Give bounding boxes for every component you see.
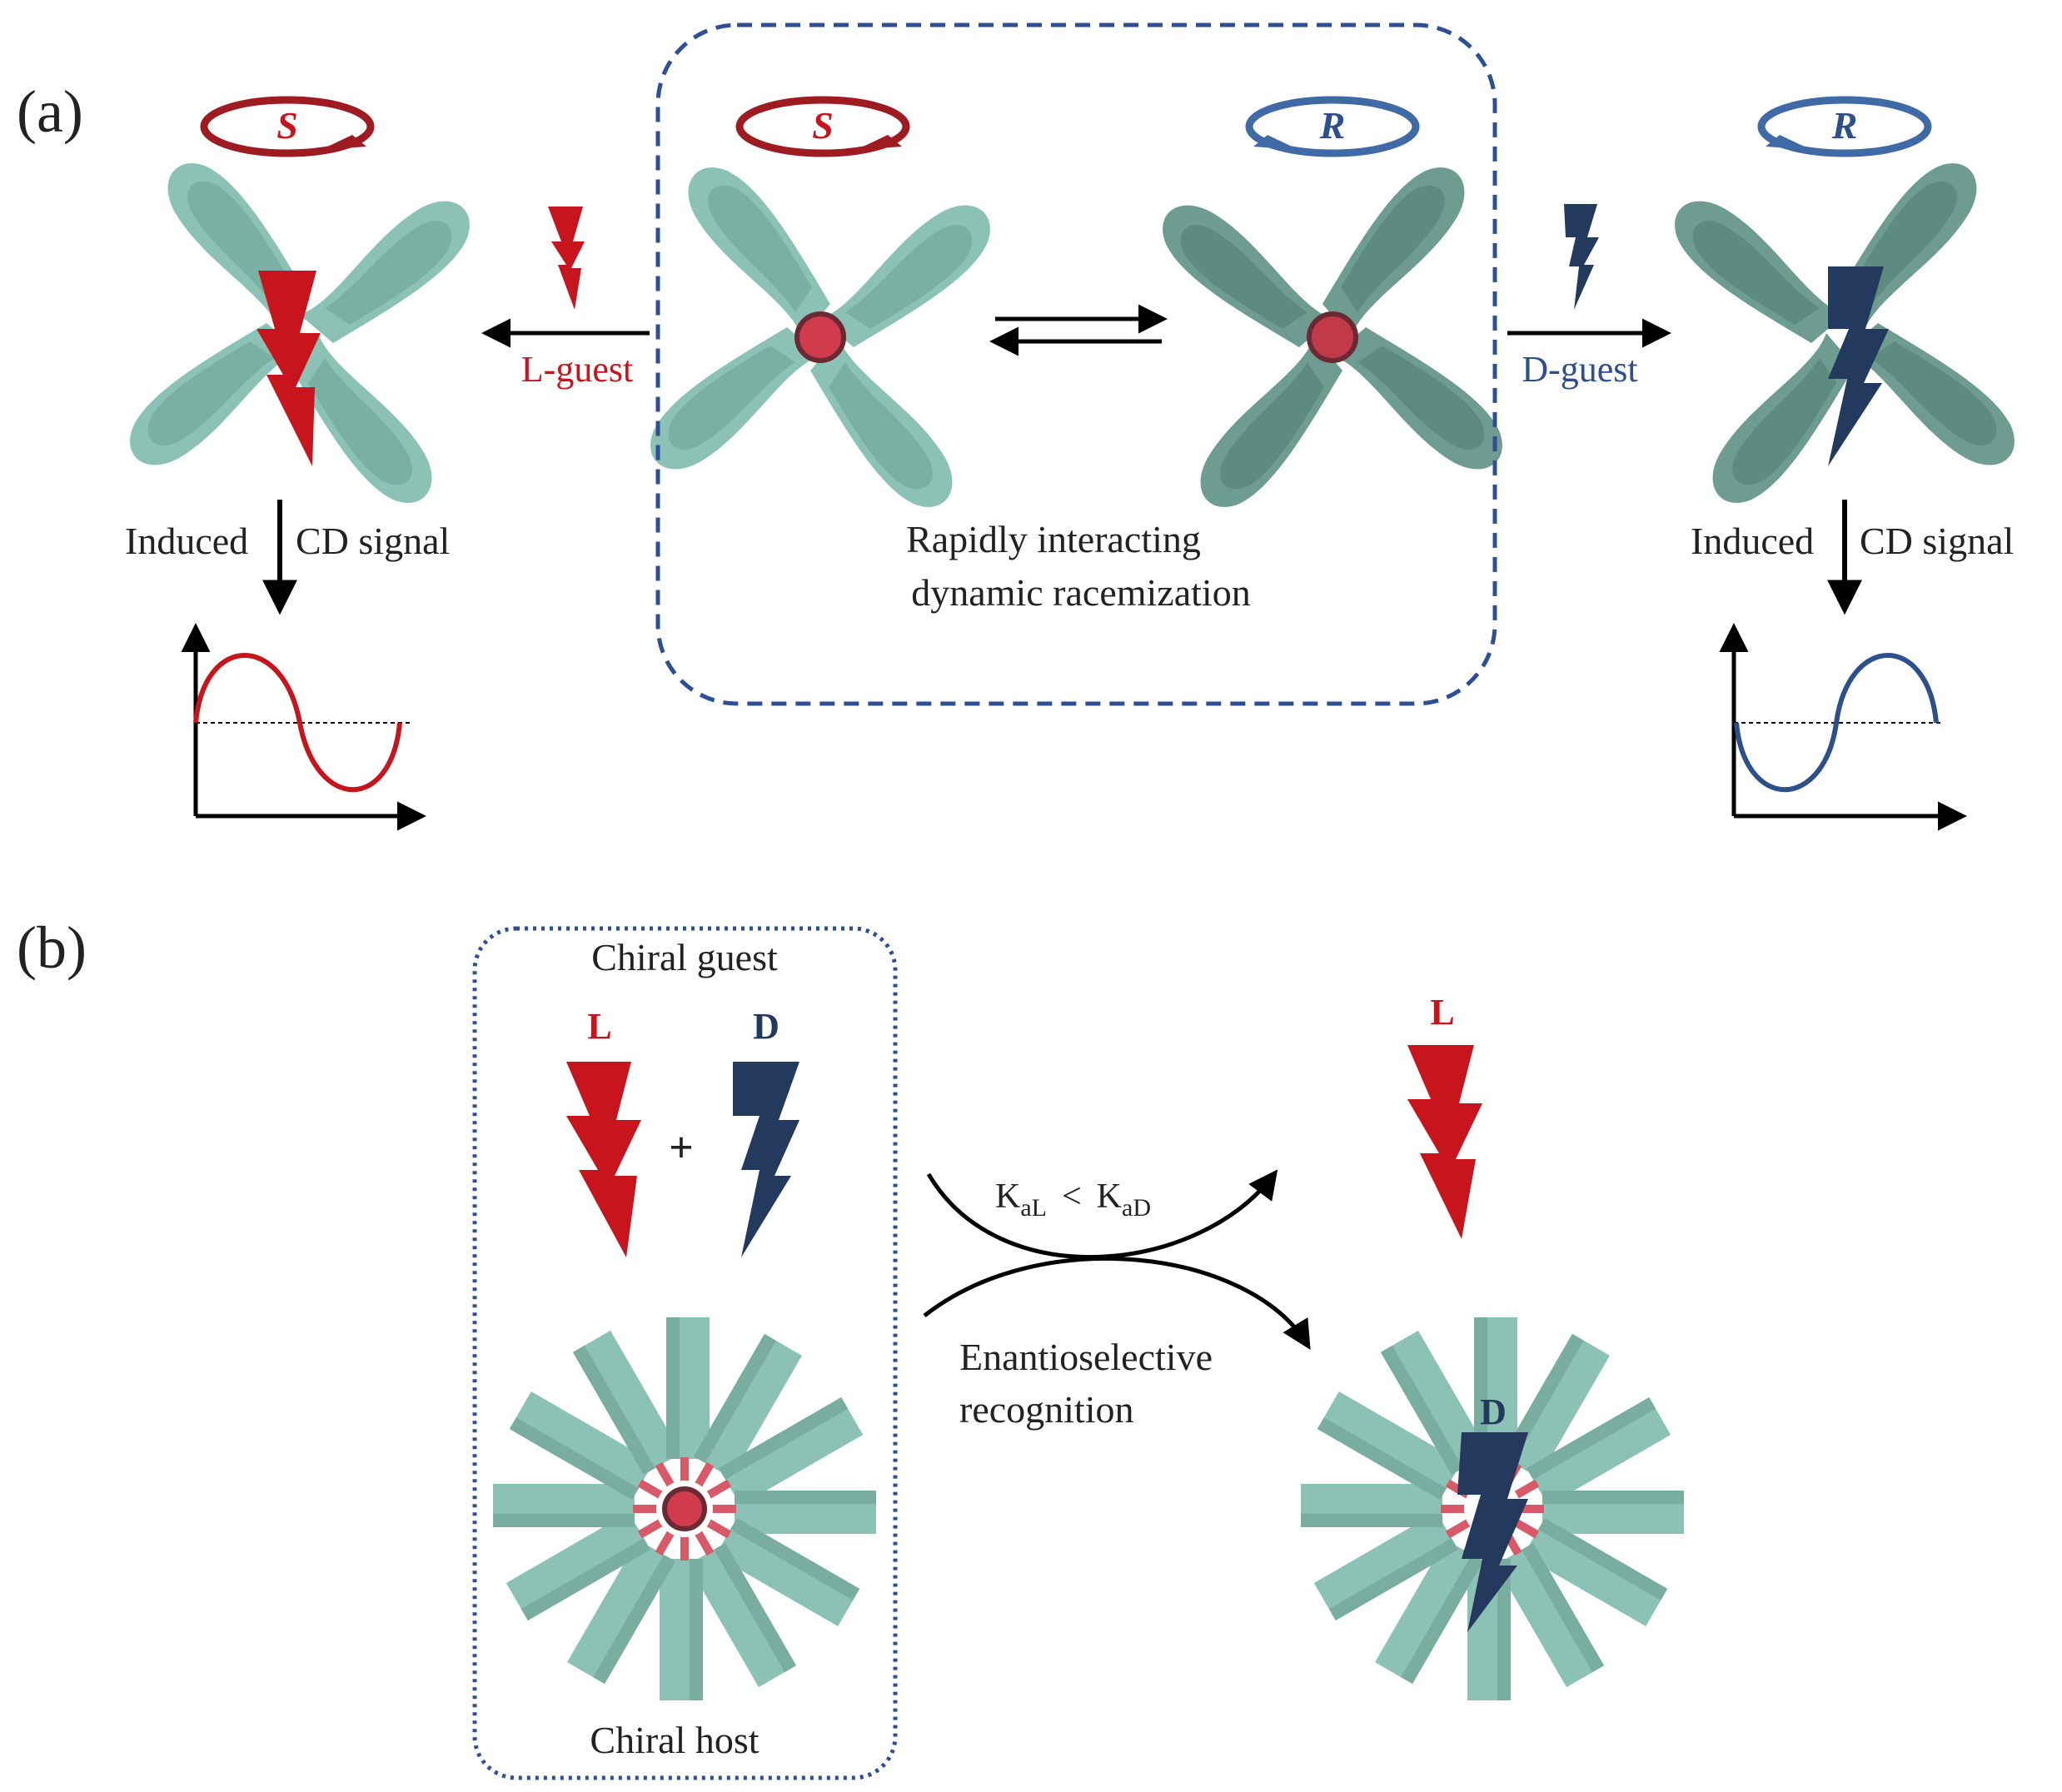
host-fan-right xyxy=(1675,163,2015,503)
l-guest-bolt-b xyxy=(566,1062,641,1257)
d-guest-bolt xyxy=(1828,266,1889,466)
s-label-left: S xyxy=(276,104,298,147)
host-fan-r xyxy=(1163,167,1502,507)
r-label-center: R xyxy=(1319,104,1346,147)
d-label-left: D xyxy=(753,1006,779,1047)
induced-left-2: CD signal xyxy=(296,520,450,562)
l-label-left: L xyxy=(587,1006,611,1047)
enantio-line1: Enantioselective xyxy=(959,1336,1213,1378)
cd-curve-right xyxy=(1734,653,1939,793)
d-guest-small-bolt xyxy=(1564,204,1599,310)
plus-sign: + xyxy=(669,1124,694,1172)
l-label-right: L xyxy=(1430,992,1454,1033)
rotation-arrow-icon xyxy=(1757,96,1932,157)
l-guest-label: L-guest xyxy=(521,349,633,390)
enantio-line2: recognition xyxy=(959,1388,1134,1431)
induced-right-2: CD signal xyxy=(1860,520,2014,562)
s-label-center: S xyxy=(812,104,834,147)
chiral-host-label: Chiral host xyxy=(590,1719,759,1761)
racemization-frame xyxy=(655,22,1497,706)
cd-curve-left xyxy=(193,653,402,793)
chiral-host-left xyxy=(493,1317,876,1700)
rotation-arrow-icon xyxy=(735,96,910,157)
cd-plot-right xyxy=(1719,623,1967,831)
chiral-guest-label: Chiral guest xyxy=(591,936,778,978)
rotation-arrow-icon xyxy=(200,96,375,157)
panel-a-label: (a) xyxy=(17,78,83,145)
l-guest-bolt-free xyxy=(1407,1045,1482,1239)
d-guest-bolt-b xyxy=(733,1062,799,1257)
l-guest-small-bolt xyxy=(548,207,585,310)
induced-right-1: Induced xyxy=(1691,520,1814,562)
center-caption-line1: Rapidly interacting xyxy=(906,518,1201,560)
center-caption-line2: dynamic racemization xyxy=(911,571,1250,614)
chiral-set-frame xyxy=(472,926,898,1780)
panel-b-label: (b) xyxy=(17,914,87,981)
l-guest-bolt xyxy=(257,271,321,466)
curve-to-d xyxy=(923,1256,1311,1350)
rotation-arrow-icon xyxy=(1245,96,1420,157)
d-label-right: D xyxy=(1480,1391,1507,1432)
d-guest-label: D-guest xyxy=(1522,349,1637,390)
k-ratio: KaL<KaD xyxy=(995,1177,1151,1222)
r-label-right: R xyxy=(1831,104,1858,147)
induced-left-1: Induced xyxy=(125,520,248,562)
d-guest-bolt-bound xyxy=(1457,1432,1528,1632)
cd-plot-left xyxy=(181,623,426,831)
host-fan-s xyxy=(650,167,990,507)
